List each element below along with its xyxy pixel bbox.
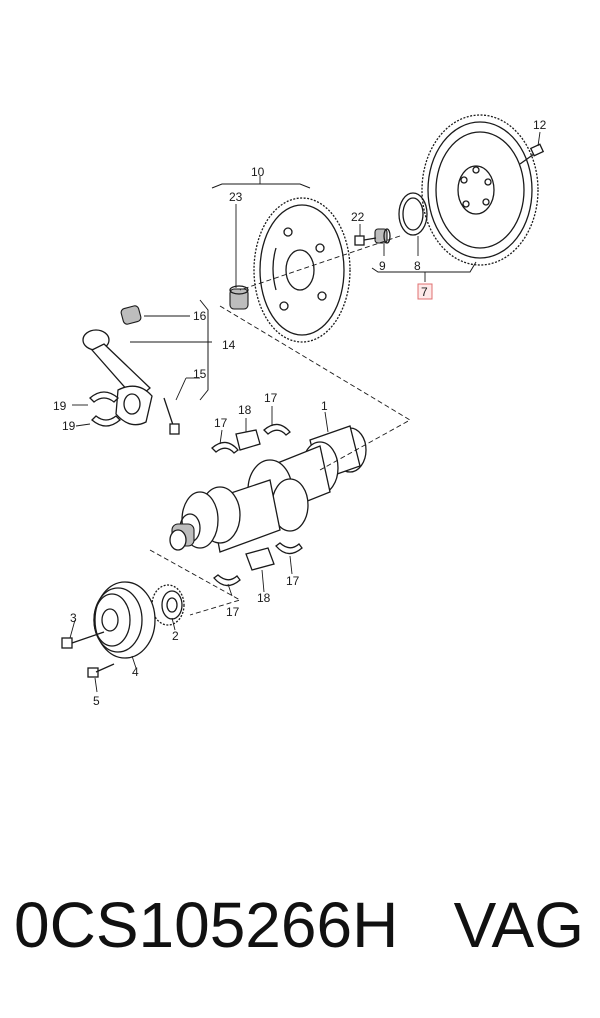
callout-14: 14 <box>222 338 236 352</box>
callout-8: 8 <box>414 259 421 273</box>
crank-sprocket-2 <box>151 584 185 626</box>
seal-ring-8 <box>398 192 428 236</box>
callout-2: 2 <box>172 629 179 643</box>
callout-1: 1 <box>321 399 328 413</box>
spacer-23 <box>229 285 249 310</box>
callout-3: 3 <box>70 611 77 625</box>
callout-17-a: 17 <box>214 416 228 430</box>
callout-4: 4 <box>132 665 139 679</box>
bolt-22 <box>354 235 377 246</box>
part-number-label: 0CS105266H <box>14 889 399 961</box>
brace-7 <box>371 261 477 282</box>
exploded-parts-diagram: 1 2 3 4 5 7 8 9 10 12 14 15 16 17 17 17 … <box>53 114 547 708</box>
callout-17-b: 17 <box>264 391 278 405</box>
connecting-rod-14 <box>82 329 153 426</box>
bearing-9 <box>374 228 391 244</box>
brace-14 <box>199 299 209 401</box>
brand-label: VAG <box>453 889 584 961</box>
bolt-5 <box>87 663 115 678</box>
callout-12: 12 <box>533 118 547 132</box>
flywheel-large <box>421 114 539 266</box>
drive-plate-10 <box>253 197 351 343</box>
callout-7-highlight <box>417 283 433 300</box>
callout-10: 10 <box>251 165 265 179</box>
pulley-4 <box>93 581 156 659</box>
callout-5: 5 <box>93 694 100 708</box>
callout-19-b: 19 <box>62 419 76 433</box>
callout-labels: 1 2 3 4 5 7 8 9 10 12 14 15 16 17 17 17 … <box>53 118 547 708</box>
brace-10 <box>211 176 311 189</box>
callout-22: 22 <box>351 210 365 224</box>
callout-7: 7 <box>421 285 428 299</box>
rod-bolt-15 <box>163 397 180 435</box>
leader-lines <box>69 131 541 693</box>
crankshaft-1 <box>169 425 367 553</box>
callout-18-a: 18 <box>238 403 252 417</box>
assembly-lines <box>149 235 411 616</box>
callout-16: 16 <box>193 309 207 323</box>
callout-17-c: 17 <box>226 605 240 619</box>
callout-17-d: 17 <box>286 574 300 588</box>
main-bearing-shells <box>211 423 303 587</box>
callout-15: 15 <box>193 367 207 381</box>
callout-18-b: 18 <box>257 591 271 605</box>
bearing-shells-19 <box>89 391 121 427</box>
callout-19-a: 19 <box>53 399 67 413</box>
bolt-3 <box>61 631 105 649</box>
callout-23: 23 <box>229 190 243 204</box>
bolt-12 <box>519 143 545 165</box>
bushing-16 <box>120 305 142 325</box>
callout-9: 9 <box>379 259 386 273</box>
